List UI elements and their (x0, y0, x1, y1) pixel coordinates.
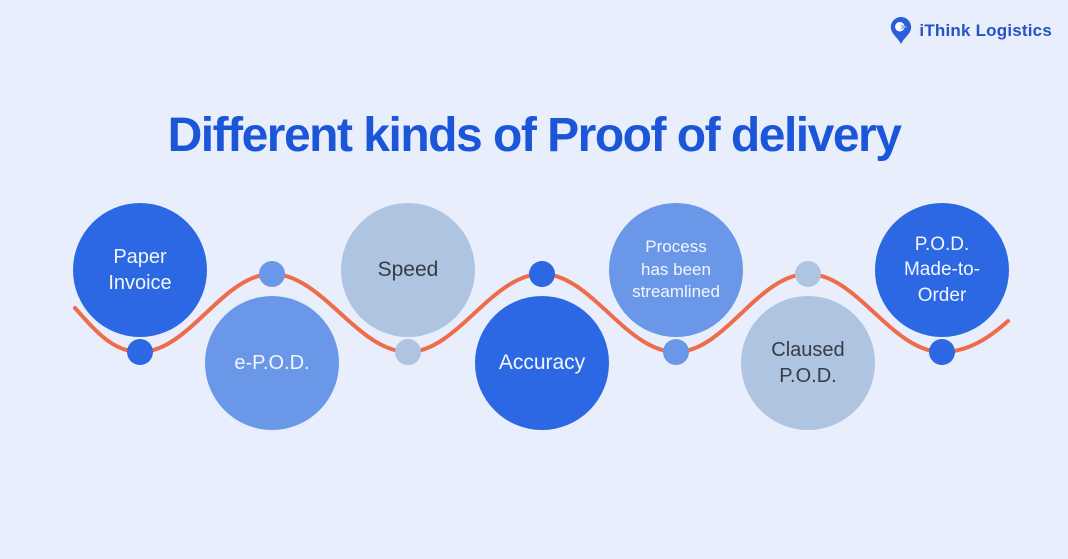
wave-node-dot (929, 339, 955, 365)
node-label-line: Accuracy (498, 351, 586, 375)
pod-node-circle: e-P.O.D. (205, 296, 339, 430)
wave-node-dot (795, 261, 821, 287)
node-label-line: streamlined (632, 282, 720, 302)
node-label-line: Claused (771, 338, 845, 361)
node-label-line: P.O.D. (779, 365, 837, 387)
brand-name: iThink Logistics (919, 20, 1052, 40)
wave-node-dot (395, 339, 421, 365)
node-label-line: P.O.D. (914, 234, 970, 256)
pod-node-circle: Speed (341, 203, 475, 337)
node-label-line: Invoice (108, 272, 172, 294)
node-label-line: Process (645, 237, 707, 257)
node-label-line: Speed (377, 258, 439, 282)
wave-node-dot (127, 339, 153, 365)
wave-node-dot (259, 261, 285, 287)
location-pin-icon (891, 16, 912, 45)
node-label-line: Paper (113, 245, 167, 268)
node-label-line: Order (917, 284, 967, 306)
node-label-line: e-P.O.D. (234, 351, 310, 374)
pod-node-circle: P.O.D. Made-to- Order (875, 203, 1009, 337)
wave-node-dot (529, 261, 555, 287)
page-title: Different kinds of Proof of delivery (167, 109, 902, 162)
pod-node-circle: Accuracy (475, 296, 609, 430)
node-label-line: has been (641, 259, 711, 279)
wave-node-dot (663, 339, 689, 365)
node-label-line: Made-to- (903, 259, 981, 281)
brand-logo: iThink Logistics (890, 16, 1052, 45)
